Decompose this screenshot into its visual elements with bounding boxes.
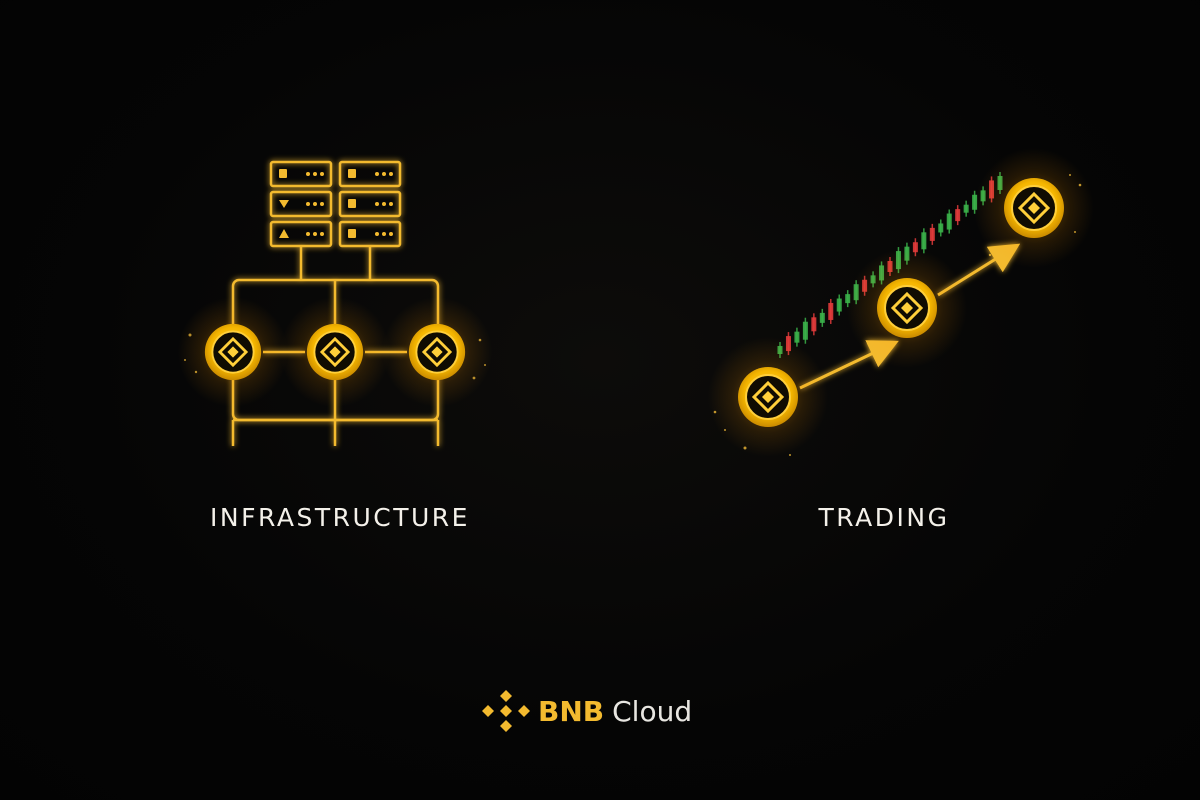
candle-body [819,312,825,323]
candle-body [836,298,842,312]
bnb-coin-icon [407,322,467,382]
candle-body [845,294,851,304]
trading-growth-icon [708,148,1094,457]
bnb-coin-icon [1002,176,1066,240]
candle-body [929,227,935,241]
candle-body [912,242,918,253]
candle-body [811,317,817,332]
candle-body [794,331,800,343]
infrastructure-label: INFRASTRUCTURE [210,503,470,532]
trading-label: TRADING [818,503,950,532]
candle-body [938,223,944,233]
bnb-coin-icon [875,276,939,340]
candle-body [802,321,808,340]
bnb-coin-icon [736,365,800,429]
bnb-logo-icon [482,690,530,732]
candle-body [828,302,834,320]
brand-cloud-text: Cloud [612,694,693,728]
server-network-icon [178,160,492,446]
brand-bnb-text: BNB [538,694,605,728]
candle-body [963,204,969,213]
candle-body [955,209,961,222]
candle-body [946,213,952,230]
candle-body [921,232,927,250]
bnb-coin-icon [305,322,365,382]
bnb-coin-icon [203,322,263,382]
